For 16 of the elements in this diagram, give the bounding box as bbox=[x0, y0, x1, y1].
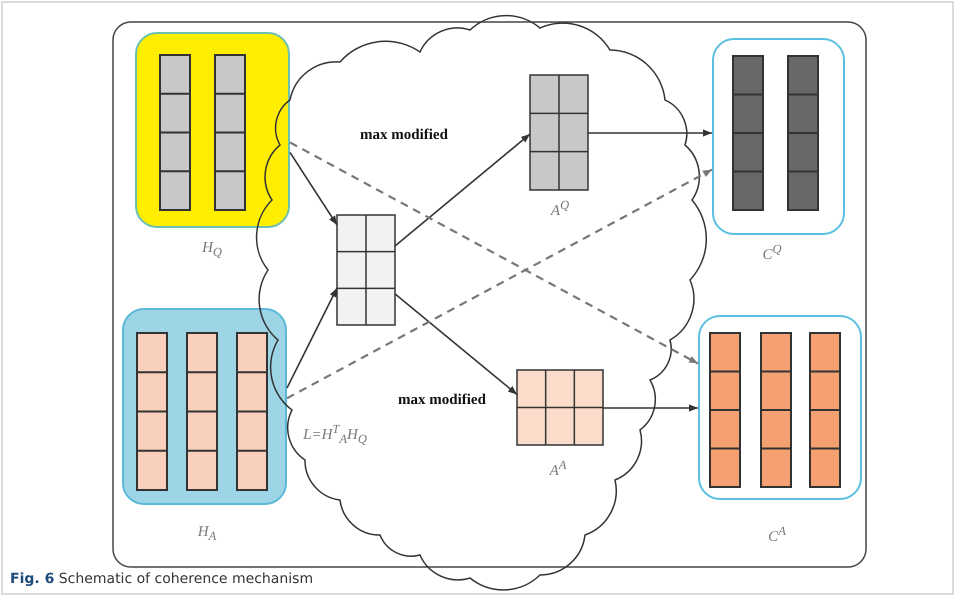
dashed-arrow bbox=[289, 141, 699, 365]
arrow bbox=[286, 288, 338, 388]
matrix-label: H$_{Q}$ bbox=[202, 240, 222, 260]
arrow bbox=[603, 404, 698, 412]
matrix-label: C$^{Q}$ bbox=[762, 242, 782, 264]
arrow bbox=[394, 133, 531, 247]
dashed-arrow bbox=[286, 168, 713, 400]
formula-label: L=H$^{T}$$_{A}$H$_{Q}$ bbox=[303, 422, 367, 447]
figure-caption: Fig. 6 Schematic of coherence mechanism bbox=[10, 571, 314, 587]
matrix-label: C$^{A}$ bbox=[768, 524, 786, 546]
arrow bbox=[394, 293, 518, 396]
arrow bbox=[289, 152, 338, 226]
matrix-label: A$^{A}$ bbox=[550, 458, 566, 480]
matrix-label: H$_{A}$ bbox=[198, 524, 216, 544]
arrow bbox=[588, 129, 712, 137]
matrix-label: A$^{Q}$ bbox=[550, 198, 570, 220]
